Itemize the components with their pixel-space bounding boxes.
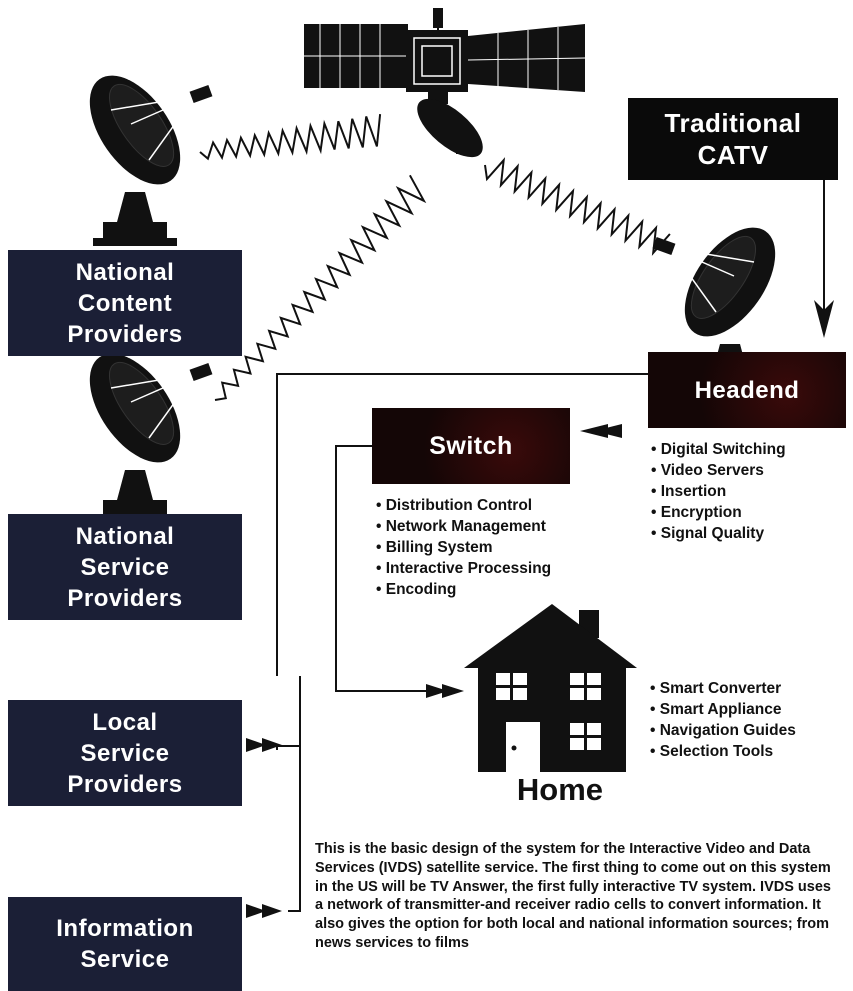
satellite-dish-icon [70, 336, 214, 525]
headend-label: Headend [694, 376, 800, 404]
list-item: Selection Tools [650, 741, 796, 762]
headend-box: Headend [648, 352, 846, 428]
national-content-providers-box: National Content Providers [8, 250, 242, 356]
national-service-label-line1: National [75, 522, 175, 550]
local-service-label-line1: Local [92, 708, 158, 736]
home-feature-list: Smart Converter Smart Appliance Navigati… [650, 678, 796, 762]
local-service-label-line3: Providers [67, 770, 183, 798]
switch-box: Switch [372, 408, 570, 484]
list-item: Insertion [651, 481, 786, 502]
traditional-catv-label-line2: CATV [697, 140, 769, 170]
national-service-providers-box: National Service Providers [8, 514, 242, 620]
list-item: Video Servers [651, 460, 786, 481]
local-service-label-line2: Service [80, 739, 170, 767]
national-content-label-line2: Content [77, 289, 173, 317]
home-label: Home [516, 772, 604, 807]
connector-lines [276, 373, 650, 912]
house-icon [464, 604, 637, 772]
information-service-label-line2: Service [80, 946, 170, 973]
arrow-icon [580, 424, 622, 438]
national-service-label-line2: Service [80, 553, 170, 581]
list-item: Distribution Control [376, 495, 551, 516]
arrow-icon [246, 684, 464, 918]
list-item: Interactive Processing [376, 558, 551, 579]
traditional-catv-label-line1: Traditional [664, 108, 802, 138]
list-item: Navigation Guides [650, 720, 796, 741]
list-item: Network Management [376, 516, 551, 537]
list-item: Smart Converter [650, 678, 796, 699]
list-item: Encoding [376, 579, 551, 600]
national-content-label-line3: Providers [67, 320, 183, 348]
national-content-label-line1: National [75, 258, 175, 286]
switch-label: Switch [429, 431, 513, 460]
information-service-label-line1: Information [56, 915, 194, 942]
satellite-dish-icon [70, 58, 214, 247]
list-item: Encryption [651, 502, 786, 523]
satellite-icon [304, 8, 586, 158]
list-item: Digital Switching [651, 439, 786, 460]
local-service-providers-box: Local Service Providers [8, 700, 242, 806]
list-item: Smart Appliance [650, 699, 796, 720]
signal-wave-icon [199, 114, 671, 401]
diagram-caption: This is the basic design of the system f… [315, 841, 831, 951]
arrow-icon [814, 178, 834, 338]
list-item: Billing System [376, 537, 551, 558]
information-service-box: Information Service [8, 897, 242, 991]
headend-feature-list: Digital Switching Video Servers Insertio… [651, 439, 786, 544]
list-item: Signal Quality [651, 523, 786, 544]
traditional-catv-box: Traditional CATV [628, 98, 838, 180]
national-service-label-line3: Providers [67, 584, 183, 612]
switch-feature-list: Distribution Control Network Management … [376, 495, 551, 600]
